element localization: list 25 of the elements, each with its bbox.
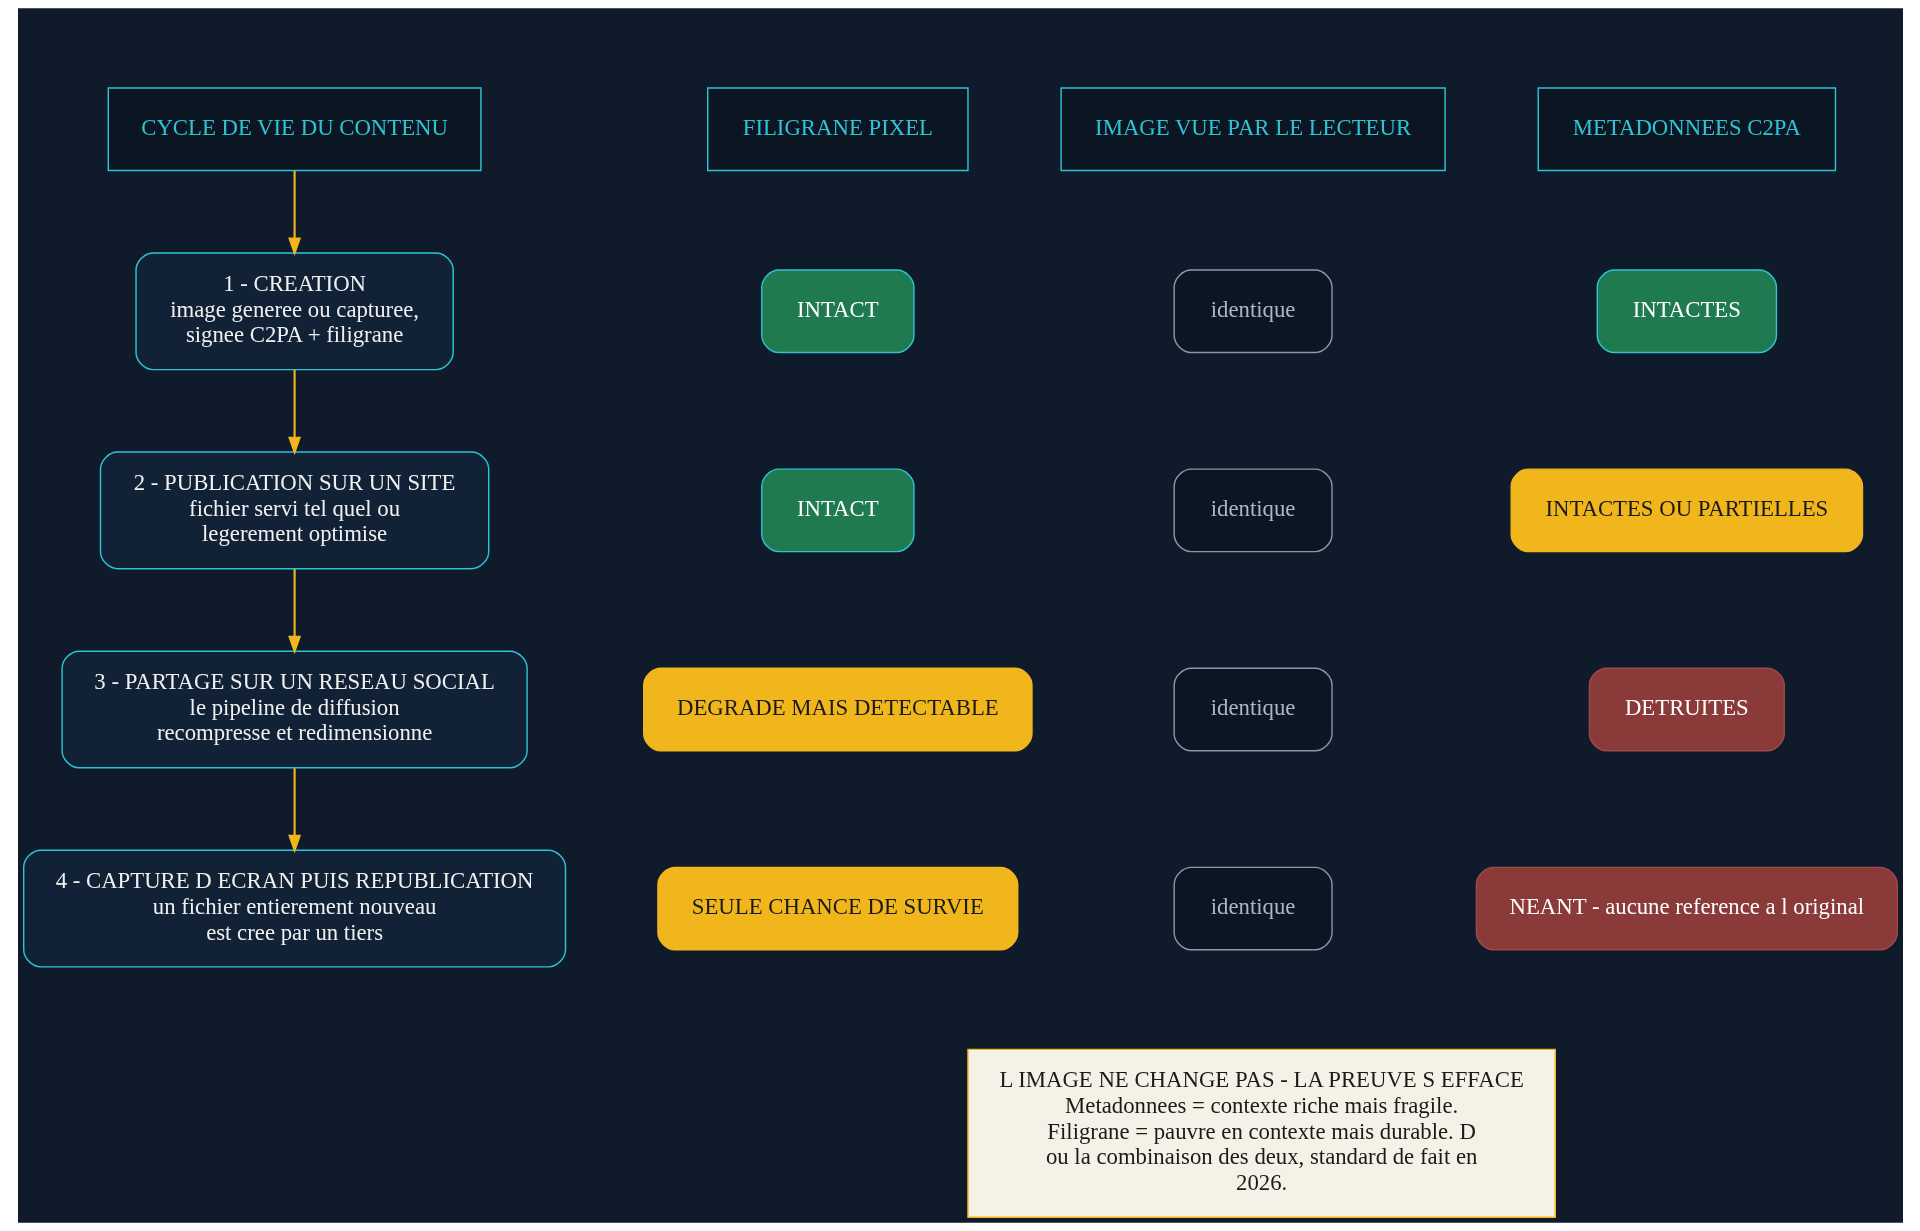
node-box: 1 - CREATION image generee ou capturee, signee C2PA + filigrane (134, 252, 454, 371)
node-box: NEANT - aucune reference a l original (1475, 866, 1898, 951)
node-box: SEULE CHANCE DE SURVIE (656, 866, 1018, 951)
node-box: FILIGRANE PIXEL (706, 87, 969, 172)
arrow (287, 170, 301, 257)
arrow (287, 569, 301, 655)
node-box: INTACT (760, 468, 915, 553)
node-box: identique (1172, 468, 1333, 553)
arrow (287, 370, 301, 456)
node-box: 2 - PUBLICATION SUR UN SITE fichier servi tel quel ou legerement optimise (99, 451, 489, 570)
node-box: DETRUITES (1588, 667, 1785, 752)
arrow (287, 768, 301, 854)
node-box: DEGRADE MAIS DETECTABLE (642, 667, 1033, 752)
node-box: CYCLE DE VIE DU CONTENU (107, 87, 482, 172)
node-box: INTACTES OU PARTIELLES (1510, 468, 1863, 553)
node-box: INTACT (760, 269, 915, 354)
node-box: INTACTES (1596, 269, 1777, 354)
node-box: identique (1172, 667, 1333, 752)
node-box: identique (1172, 866, 1333, 951)
node-box: 4 - CAPTURE D ECRAN PUIS REPUBLICATION un fichier entierement nouveau est cree par un tiers (22, 849, 566, 968)
node-box: 3 - PARTAGE SUR UN RESEAU SOCIAL le pipeline de diffusion recompresse et redimensionne (60, 650, 528, 769)
node-box: IMAGE VUE PAR LE LECTEUR (1059, 87, 1446, 172)
node-box: L IMAGE NE CHANGE PAS - LA PREUVE S EFFACE Metadonnees = contexte riche mais fragile. Filigrane = pauvre en contexte mais durable. D ou la combinaison des deux, standard de fait en 2026. (966, 1048, 1556, 1218)
node-box: METADONNEES C2PA (1537, 87, 1836, 172)
node-box: identique (1172, 269, 1333, 354)
